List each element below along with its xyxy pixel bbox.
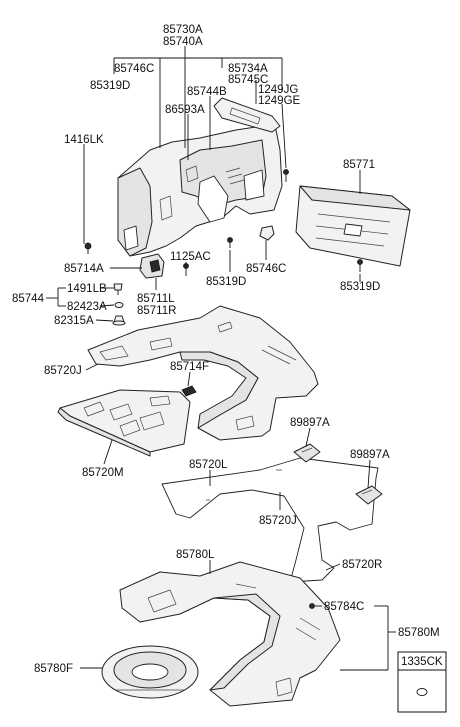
label-85745C: 85745C xyxy=(228,74,268,86)
floor-tub-85780 xyxy=(119,561,341,707)
spare-tray-85780F xyxy=(101,645,199,699)
label-1335CK: 1335CK xyxy=(401,656,443,668)
label-85720M: 85720M xyxy=(82,467,124,479)
label-85734A: 85734A xyxy=(228,63,268,75)
label-85711R: 85711R xyxy=(137,305,176,317)
label-85720L: 85720L xyxy=(189,459,228,471)
label-82423A: 82423A xyxy=(67,301,107,313)
label-89897A-2: 89897A xyxy=(350,449,390,461)
label-86593A: 86593A xyxy=(165,104,205,116)
quarter-trim-assembly xyxy=(117,125,283,257)
ref-box-1335CK xyxy=(397,651,447,713)
label-85746C-mid: 85746C xyxy=(246,263,286,275)
label-85771: 85771 xyxy=(343,159,375,171)
label-85720R: 85720R xyxy=(342,559,382,571)
label-85711L: 85711L xyxy=(137,293,175,305)
clip-85746C xyxy=(259,225,275,241)
carpet-85720 xyxy=(161,457,379,583)
floor-trim-85720J xyxy=(87,305,319,441)
label-85746C-top: 85746C xyxy=(114,63,154,75)
labels: 85730A 85740A 85746C 85319D 85734A 85745… xyxy=(12,24,443,675)
label-85780F: 85780F xyxy=(34,663,73,675)
label-1125AC: 1125AC xyxy=(170,251,211,263)
label-85319D-right: 85319D xyxy=(340,281,380,293)
label-1416LK: 1416LK xyxy=(64,134,104,146)
label-85720J-bot: 85720J xyxy=(259,515,297,527)
label-85780L: 85780L xyxy=(176,549,215,561)
label-85730A: 85730A xyxy=(163,24,203,36)
clip-85714F xyxy=(181,385,197,397)
label-82315A: 82315A xyxy=(54,315,94,327)
label-85720J-top: 85720J xyxy=(44,365,82,377)
label-1249GE: 1249GE xyxy=(258,95,301,107)
label-85714A: 85714A xyxy=(64,263,104,275)
label-85744B: 85744B xyxy=(187,86,227,98)
leader-lines xyxy=(46,46,396,671)
label-85319D-mid: 85319D xyxy=(206,276,246,288)
latch-85714A xyxy=(139,253,165,279)
label-85740A: 85740A xyxy=(163,36,203,48)
label-85744: 85744 xyxy=(12,293,45,305)
mat-85720M xyxy=(57,389,191,457)
bracket-85734A xyxy=(213,97,281,133)
label-85714F: 85714F xyxy=(170,361,209,373)
label-1491LB: 1491LB xyxy=(67,283,107,295)
label-85780M: 85780M xyxy=(398,627,440,639)
panel-85771 xyxy=(295,185,411,272)
label-1249JG: 1249JG xyxy=(258,84,298,96)
pads-89897A xyxy=(293,443,383,505)
label-85319D-top: 85319D xyxy=(90,80,130,92)
label-89897A-1: 89897A xyxy=(290,417,330,429)
label-85784C: 85784C xyxy=(324,601,364,613)
small-hardware xyxy=(112,283,126,326)
